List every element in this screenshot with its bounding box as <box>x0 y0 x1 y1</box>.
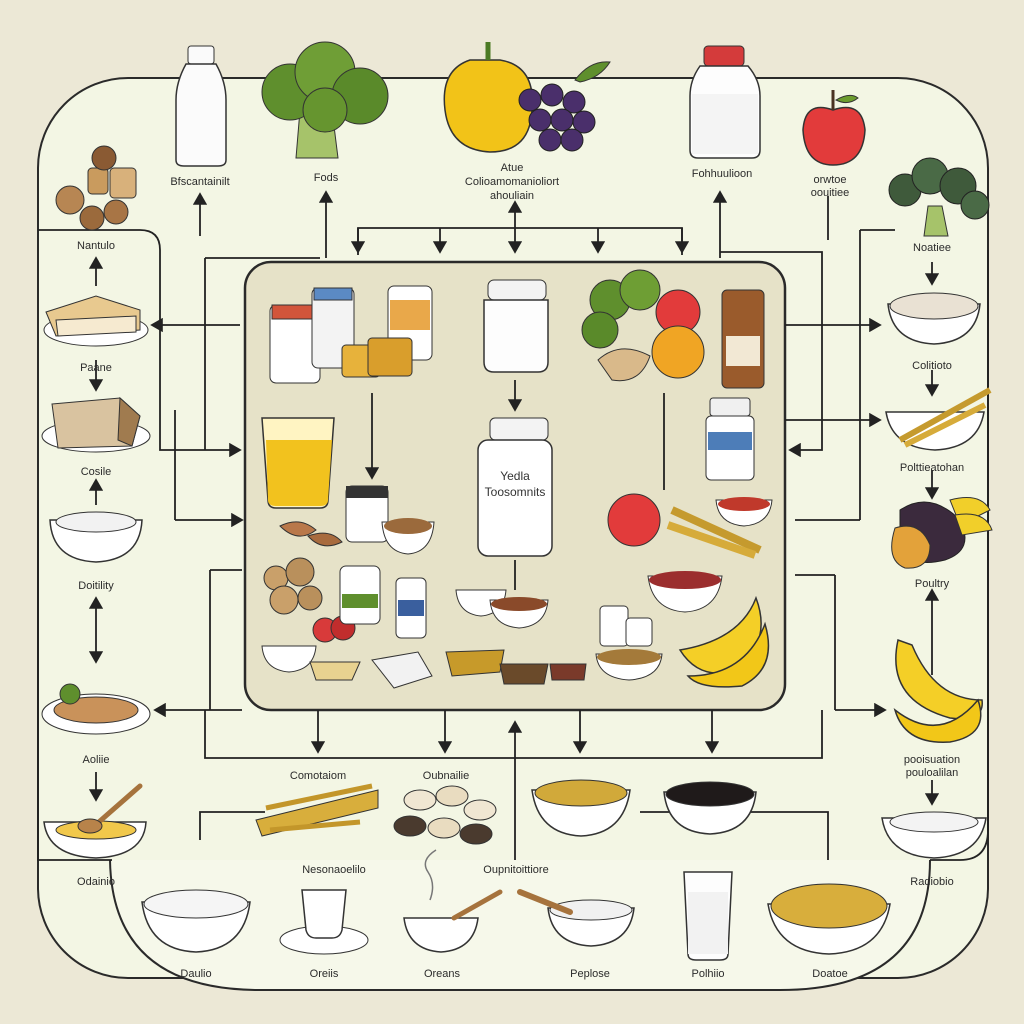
label-right-wheat: Polttieatohan <box>899 462 965 474</box>
label-left-toast: Cosile <box>80 466 112 478</box>
center-jar-label-1: Yedla <box>500 469 530 483</box>
label-left-dish: Doitility <box>78 580 114 592</box>
connectors <box>37 190 989 861</box>
label-top-center-3: ahouliain <box>489 190 535 202</box>
milk-bottle-icon <box>175 45 227 167</box>
grain-bowl-icon <box>767 883 891 955</box>
vegetables-icon <box>581 269 765 389</box>
label-left-nuts: Nantulo <box>77 240 115 252</box>
eggplant-icon <box>891 497 993 569</box>
broccoli-icon <box>261 41 389 159</box>
label-top-apple-2: oouitiee <box>810 187 850 199</box>
nuts-pile-icon <box>393 785 497 845</box>
dish-icon <box>49 511 143 563</box>
rice-bowl-icon <box>887 292 981 345</box>
label-right-bowl: Radiobio <box>910 876 954 888</box>
supplement-jars-icon <box>269 285 433 384</box>
label-bottom-6: Doatoe <box>812 968 848 980</box>
wheat-bowl-icon <box>885 387 992 451</box>
cream-bowl-icon <box>881 811 987 859</box>
supplement-bottle-icon <box>477 417 553 557</box>
label-top-broccoli: Fods <box>313 172 339 184</box>
label-bottom-3: Oreans <box>423 968 461 980</box>
center-jar-label-2: Toosomnits <box>485 485 546 499</box>
milk-tall-glass-icon <box>683 871 733 961</box>
label-top-center-1: Atue <box>500 162 524 174</box>
milk-jar-icon <box>689 45 761 159</box>
broccoli-right-icon <box>888 157 990 237</box>
yogurt-bowl-icon <box>517 889 635 947</box>
juice-glass-icon <box>261 417 335 509</box>
label-top-center-2: Colioamomanioliort <box>464 176 560 188</box>
label-bottom-4: Peplose <box>570 968 610 980</box>
nuts-icon <box>55 145 137 231</box>
label-left-plate: Aoliie <box>82 754 110 766</box>
label-right-broccoli: Noatiee <box>913 242 951 254</box>
milk-glass-icon <box>483 279 549 373</box>
label-bottom-nuts: Oubnailie <box>422 770 470 782</box>
bread-plate-icon <box>43 295 149 347</box>
label-right-banana-1: pooisuation <box>903 754 961 766</box>
label-bottom-grain: Comotaiom <box>289 770 347 782</box>
lentil-bowl-icon <box>531 779 631 837</box>
label-top-milk: Bfscantainilt <box>170 176 230 188</box>
sugar-bowl-icon <box>141 889 251 953</box>
label-bottom-1: Daulio <box>180 968 212 980</box>
bell-pepper-icon <box>443 42 534 153</box>
steam-bowl-icon <box>403 849 503 953</box>
label-right-eggplant: Poultry <box>914 578 950 590</box>
cup-saucer-icon <box>279 889 369 955</box>
label-bottom-row-left: Nesonaoelilo <box>302 864 366 876</box>
oil-bowl-icon <box>43 783 147 859</box>
black-seed-bowl-icon <box>663 781 757 835</box>
label-bottom-2: Oreiis <box>309 968 339 980</box>
grapes-icon <box>518 61 611 152</box>
label-right-rice: Colitioto <box>912 360 952 372</box>
label-top-right-milk: Fohhuulioon <box>691 168 753 180</box>
label-top-apple-1: orwtoe <box>813 174 847 186</box>
label-bottom-row-mid: Oupnitoittiore <box>483 864 549 876</box>
center-small-items-icon <box>279 485 773 559</box>
center-bottom-items-icon <box>261 557 770 689</box>
bananas-right-icon <box>893 639 983 743</box>
apple-icon <box>802 90 866 166</box>
toast-plate-icon <box>41 396 151 453</box>
label-left-bowl: Odainio <box>77 876 115 888</box>
nuts-plate-icon <box>41 683 151 735</box>
pill-bottle-right-icon <box>705 397 755 481</box>
label-bottom-5: Polhiio <box>691 968 725 980</box>
label-left-bread: Paane <box>80 362 112 374</box>
label-right-banana-2: pouloalilan <box>905 767 959 779</box>
grain-pile-icon <box>255 783 379 837</box>
